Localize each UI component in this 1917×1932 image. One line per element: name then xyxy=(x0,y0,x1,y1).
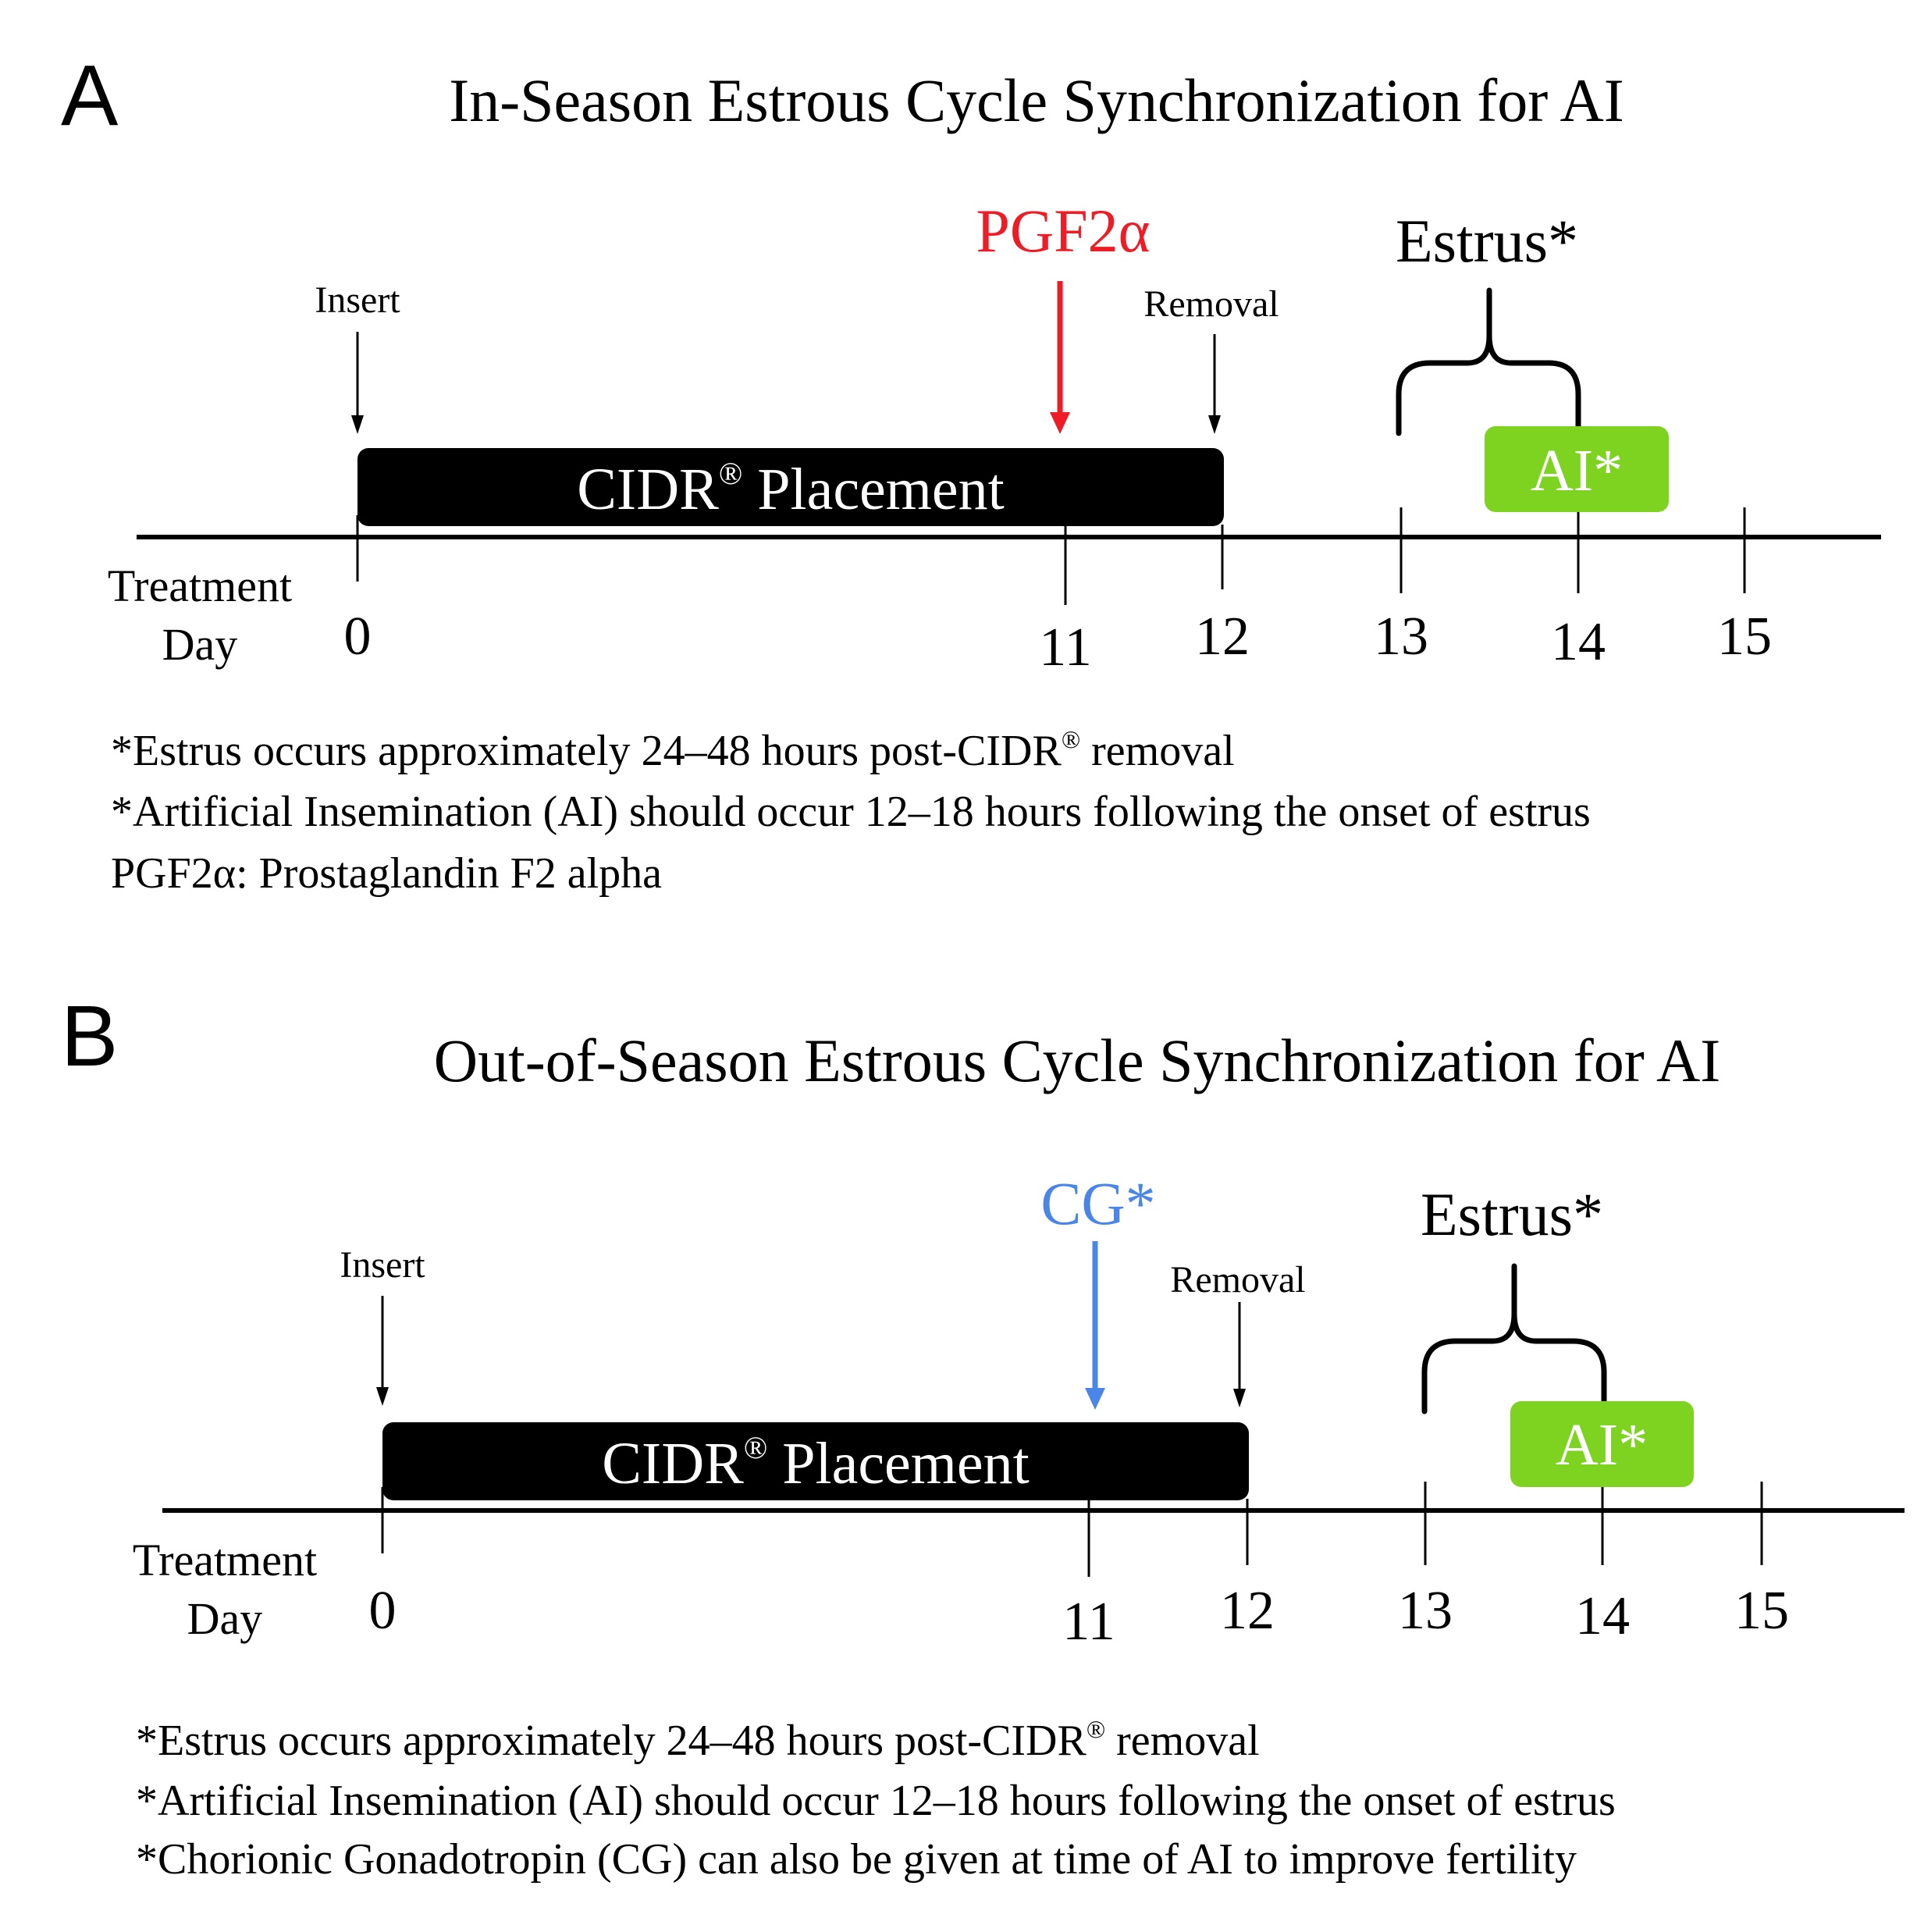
panel-b-note-1: *Estrus occurs approximately 24–48 hours… xyxy=(136,1715,1260,1765)
panel-b-day-15: 15 xyxy=(1734,1581,1789,1641)
panel-a-note-2: *Artificial Insemination (AI) should occ… xyxy=(111,788,1591,836)
panel-b-removal-label: Removal xyxy=(1170,1259,1305,1300)
panel-a-pgf-label: PGF2α xyxy=(976,197,1151,265)
panel-a-removal-arrow xyxy=(1208,334,1221,434)
panel-a-day-11: 11 xyxy=(1039,617,1091,678)
panel-a-day-12: 12 xyxy=(1195,607,1250,667)
panel-b-estrus-label: Estrus* xyxy=(1421,1180,1603,1248)
panel-a-pgf-arrow xyxy=(1050,281,1070,434)
panel-b-cidr-text: CIDR® Placement xyxy=(602,1430,1030,1496)
panel-b: B Out-of-Season Estrous Cycle Synchroniz… xyxy=(61,988,1905,1884)
panel-a-removal-label: Removal xyxy=(1143,283,1279,325)
panel-b-day-11: 11 xyxy=(1062,1592,1115,1652)
panel-a-cidr-bar xyxy=(357,448,1224,526)
panel-a: A In-Season Estrous Cycle Synchronizatio… xyxy=(61,48,1881,898)
panel-a-insert-arrow xyxy=(351,332,364,434)
panel-b-note-2: *Artificial Insemination (AI) should occ… xyxy=(136,1777,1616,1825)
panel-a-day-labels: 0 11 12 13 14 15 xyxy=(344,607,1773,678)
panel-a-note-3: PGF2α: Prostaglandin F2 alpha xyxy=(111,849,662,898)
panel-a-estrus-brace xyxy=(1396,287,1581,436)
panel-a-cidr-text: CIDR® Placement xyxy=(577,456,1005,522)
panel-b-notes: *Estrus occurs approximately 24–48 hours… xyxy=(136,1715,1616,1884)
panel-b-ai-text: AI* xyxy=(1556,1412,1648,1478)
panel-a-ai-box xyxy=(1485,426,1669,512)
panel-b-day-labels: 0 11 12 13 14 15 xyxy=(369,1581,1790,1652)
panel-b-ai-box xyxy=(1510,1401,1694,1487)
panel-b-note-3: *Chorionic Gonadotropin (CG) can also be… xyxy=(136,1835,1577,1884)
panel-b-cg-label: CG* xyxy=(1040,1169,1155,1237)
panel-a-day-15: 15 xyxy=(1717,607,1772,667)
panel-a-ticks xyxy=(356,507,1746,605)
panel-a-ai-text: AI* xyxy=(1531,438,1623,503)
panel-b-axis-label-line2: Day xyxy=(187,1593,263,1644)
panel-a-axis-label-line2: Day xyxy=(162,619,238,670)
panel-a-notes: *Estrus occurs approximately 24–48 hours… xyxy=(111,725,1591,898)
panel-b-insert-label: Insert xyxy=(340,1244,425,1286)
panel-b-removal-arrow xyxy=(1233,1302,1246,1407)
panel-b-cg-arrow xyxy=(1085,1241,1105,1410)
panel-a-insert-label: Insert xyxy=(315,279,400,321)
panel-b-title: Out-of-Season Estrous Cycle Synchronizat… xyxy=(434,1026,1721,1094)
panel-a-axis-label-line1: Treatment xyxy=(108,560,292,611)
panel-b-day-14: 14 xyxy=(1575,1586,1630,1646)
panel-b-estrus-brace xyxy=(1421,1263,1607,1414)
panel-a-letter: A xyxy=(61,48,119,144)
panel-b-letter: B xyxy=(61,988,118,1084)
panel-a-day-14: 14 xyxy=(1551,612,1606,672)
panel-b-ticks xyxy=(381,1482,1763,1577)
panel-b-day-0: 0 xyxy=(369,1581,397,1641)
panel-a-estrus-label: Estrus* xyxy=(1396,207,1578,275)
panel-b-axis-label-line1: Treatment xyxy=(133,1535,317,1585)
panel-b-insert-arrow xyxy=(376,1296,389,1406)
panel-b-day-12: 12 xyxy=(1220,1581,1275,1641)
panel-a-note-1: *Estrus occurs approximately 24–48 hours… xyxy=(111,725,1235,775)
panel-a-title: In-Season Estrous Cycle Synchronization … xyxy=(449,66,1624,134)
panel-b-cidr-bar xyxy=(382,1422,1249,1500)
panel-a-day-13: 13 xyxy=(1374,607,1428,667)
panel-a-day-0: 0 xyxy=(344,607,372,667)
panel-b-day-13: 13 xyxy=(1398,1581,1453,1641)
